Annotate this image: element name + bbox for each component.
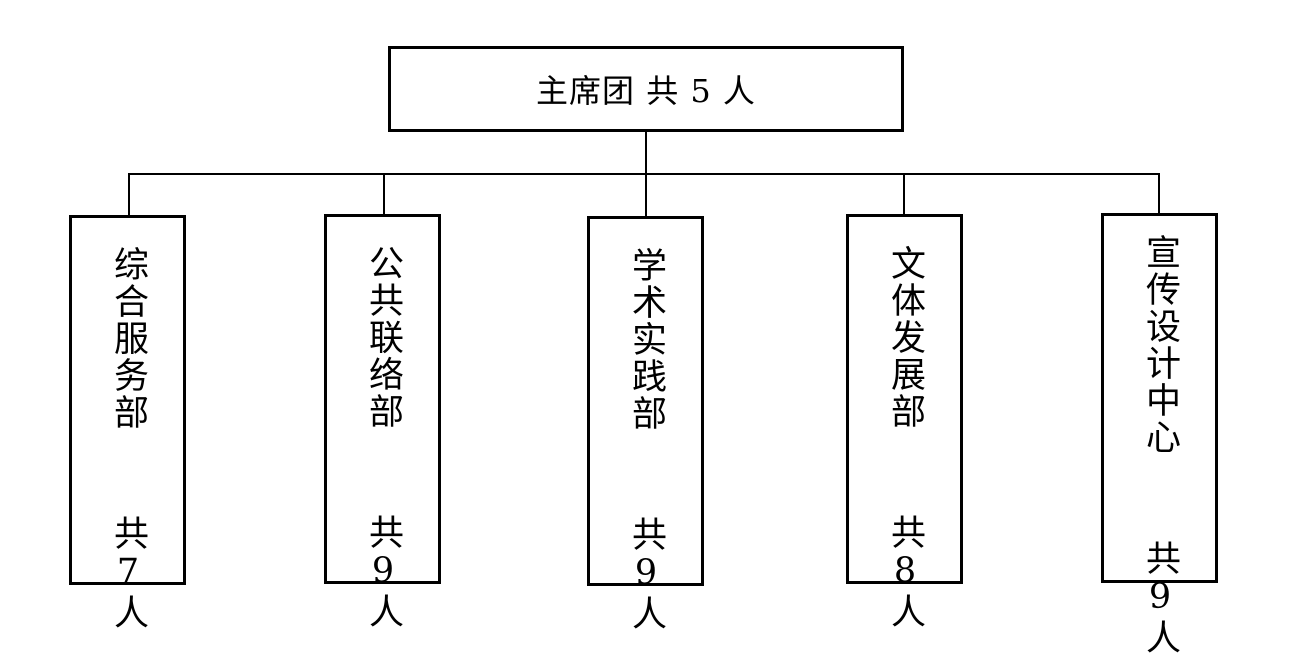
presidium-label: 主席团 共 5 人 [536,72,756,110]
dept-box-publicity-design: 宣传设计中心 共9人 [1101,213,1218,656]
dept-box-academic-practice: 学术实践部 共9人 [587,216,704,632]
connector-branch-5 [1158,173,1160,215]
connector-horizontal [128,173,1160,175]
dept-box-culture-sports: 文体发展部 共8人 [846,214,963,630]
dept-label: 综合服务部 共7人 [108,246,148,631]
connector-trunk [645,132,647,174]
dept-label: 学术实践部 共9人 [626,247,666,632]
dept-label: 文体发展部 共8人 [885,245,925,630]
dept-box-general-services: 综合服务部 共7人 [69,215,186,631]
dept-box-public-liaison: 公共联络部 共9人 [324,214,441,630]
connector-branch-3 [645,173,647,218]
presidium-box: 主席团 共 5 人 [388,46,904,132]
dept-label: 宣传设计中心 共9人 [1140,234,1180,656]
connector-branch-2 [383,173,385,216]
connector-branch-4 [903,173,905,216]
connector-branch-1 [128,173,130,217]
dept-label: 公共联络部 共9人 [363,245,403,630]
